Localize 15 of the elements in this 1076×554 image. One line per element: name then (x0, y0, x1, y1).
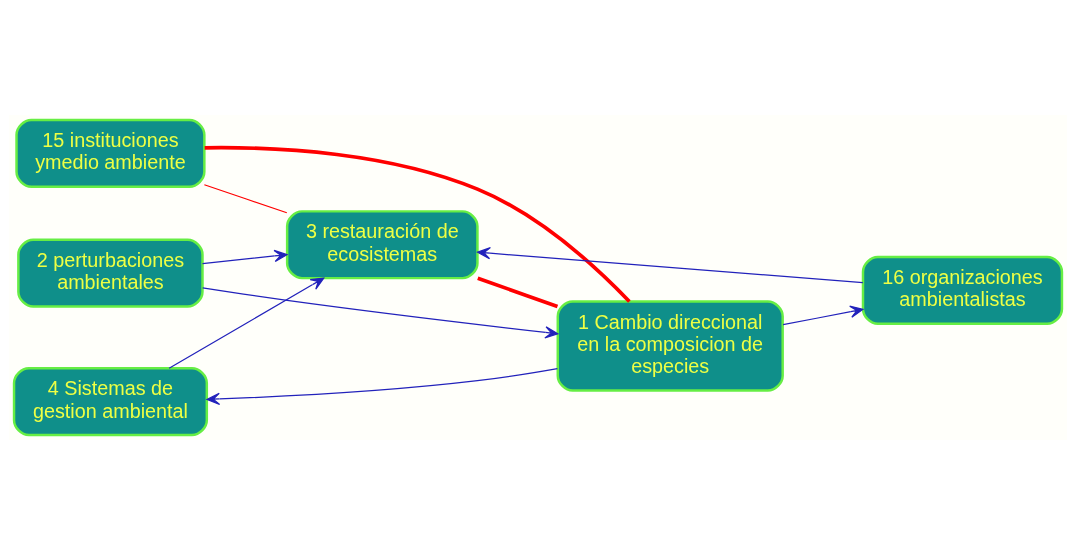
connector (204, 145, 631, 303)
node-box: 2 perturbaciones ambientales (17, 238, 204, 308)
arrow (168, 277, 325, 369)
arrow (477, 246, 864, 283)
connector (203, 183, 288, 213)
node-box: 3 restauración de ecosistemas (285, 209, 479, 279)
node-box: 4 Sistemas de gestion ambiental (12, 366, 209, 436)
node-box: 15 instituciones ymedio ambiente (15, 118, 206, 188)
connector (477, 275, 559, 308)
node-box: 16 organizaciones ambientalistas (861, 255, 1064, 325)
arrow (206, 367, 559, 405)
arrow (202, 286, 559, 339)
arrow (782, 305, 864, 325)
node-box: 1 Cambio direccional en la composicion de especies (556, 299, 784, 392)
arrow (201, 249, 288, 264)
